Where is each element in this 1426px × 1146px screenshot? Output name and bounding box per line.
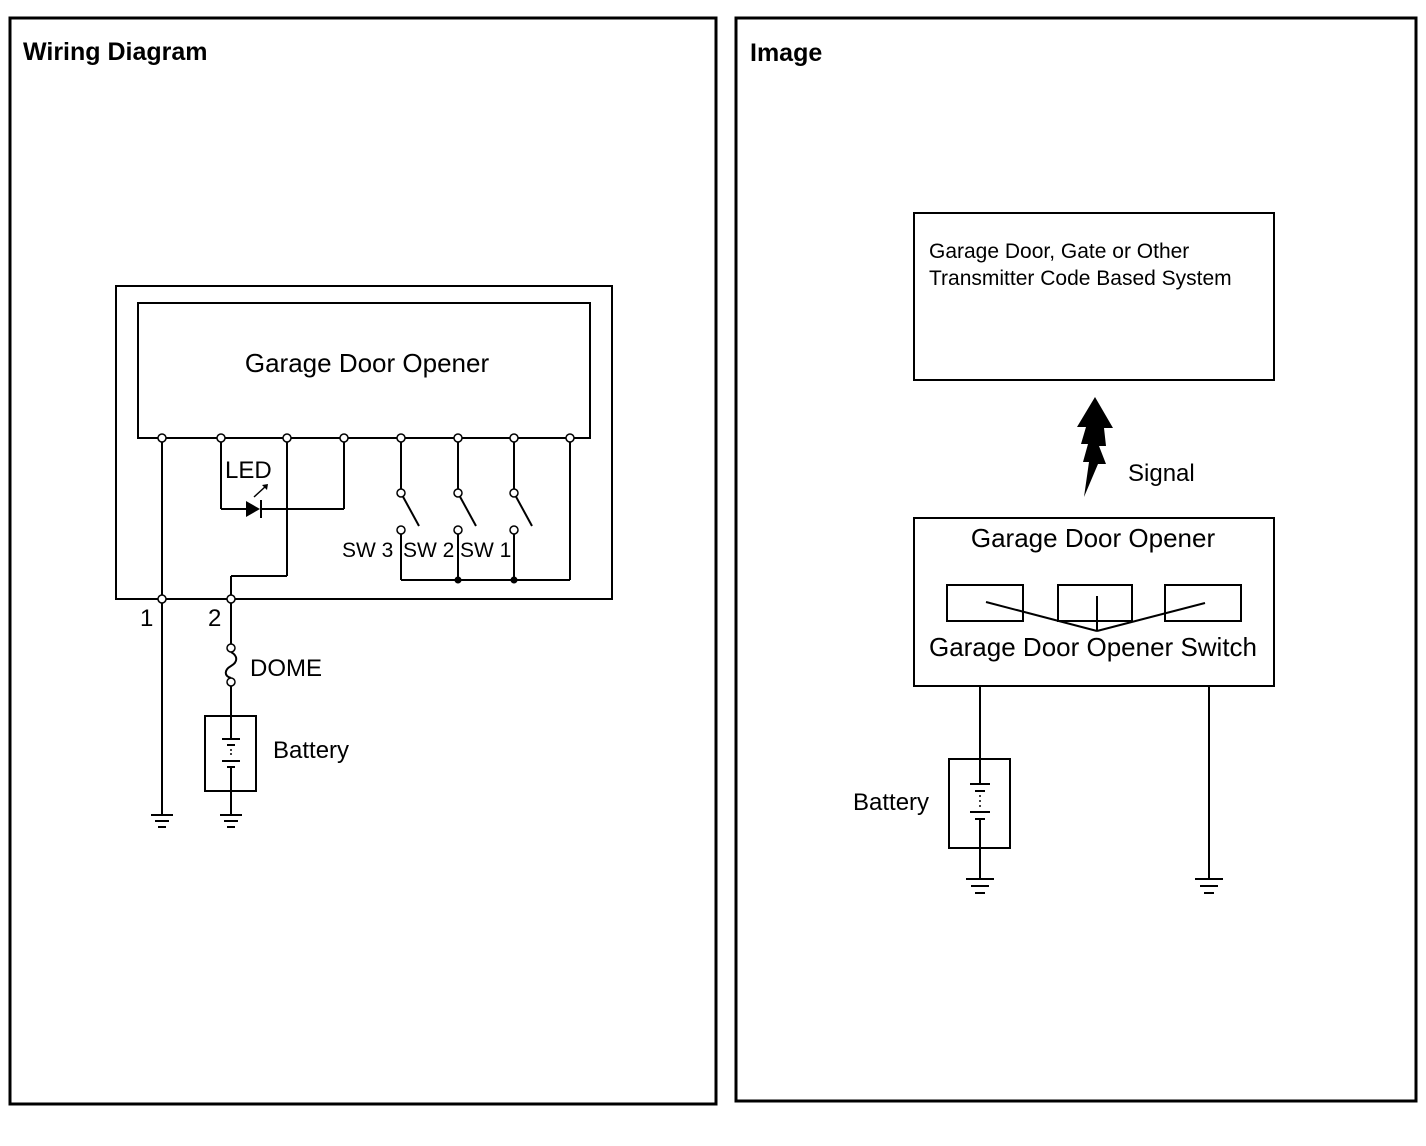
- signal-label: Signal: [1128, 460, 1195, 487]
- opener-button-right: [1164, 584, 1242, 622]
- image-panel-title: Image: [750, 39, 822, 67]
- connector-terminal-2: [226, 594, 236, 604]
- battery-label-right: Battery: [853, 789, 929, 816]
- opener-module-label: Garage Door Opener: [245, 348, 490, 378]
- system-label-line2: Transmitter Code Based System: [929, 267, 1232, 290]
- fuse-icon: [224, 651, 238, 679]
- transmitter-system-box: [913, 212, 1275, 381]
- fuse-terminal-top: [226, 643, 236, 653]
- battery-icon: [970, 759, 990, 848]
- fuse-label: DOME: [250, 655, 322, 682]
- system-label-line1: Garage Door, Gate or Other: [929, 240, 1189, 263]
- switch-label-sw1: SW 1: [460, 539, 511, 562]
- ground-icon: [1195, 878, 1223, 894]
- unit-outline: [115, 285, 613, 600]
- terminal-label-1: 1: [140, 605, 153, 632]
- opener-module-box: [137, 302, 591, 439]
- switch-sw1: [513, 438, 533, 580]
- battery-label: Battery: [273, 737, 349, 764]
- terminal-label-2: 2: [208, 605, 221, 632]
- module-terminals: [157, 433, 575, 535]
- junction-dot: [454, 576, 462, 584]
- led-label: LED: [225, 457, 272, 484]
- switch-label-sw3: SW 3: [342, 539, 393, 562]
- switch-sw3: [400, 438, 420, 580]
- fuse-terminal-bottom: [226, 677, 236, 687]
- switch-label-sw2: SW 2: [403, 539, 454, 562]
- battery-icon: [222, 716, 240, 791]
- junction-dot: [510, 576, 518, 584]
- signal-bolt-icon: [1077, 397, 1113, 497]
- opener-switch-label: Garage Door Opener Switch: [929, 632, 1257, 662]
- ground-icon: [220, 814, 242, 828]
- ground-icon: [966, 878, 994, 894]
- connector-terminal-1: [157, 594, 167, 604]
- opener-button-middle: [1057, 584, 1133, 622]
- opener-box: [913, 517, 1275, 687]
- opener-button-left: [946, 584, 1024, 622]
- led-icon: [246, 484, 268, 518]
- wiring-diagram-panel: Wiring Diagram Garage Door Opener LED: [8, 16, 718, 1106]
- image-panel-frame: [734, 16, 1418, 1103]
- wiring-panel-title: Wiring Diagram: [23, 38, 208, 66]
- switch-pointer-lines: [985, 596, 1206, 632]
- switch-sw2: [457, 438, 477, 580]
- ground-icon: [151, 814, 173, 828]
- image-panel: Image Garage Door, Gate or Other Transmi…: [734, 16, 1418, 1103]
- wiring-panel-frame: [8, 16, 718, 1106]
- opener-box-label: Garage Door Opener: [971, 523, 1216, 553]
